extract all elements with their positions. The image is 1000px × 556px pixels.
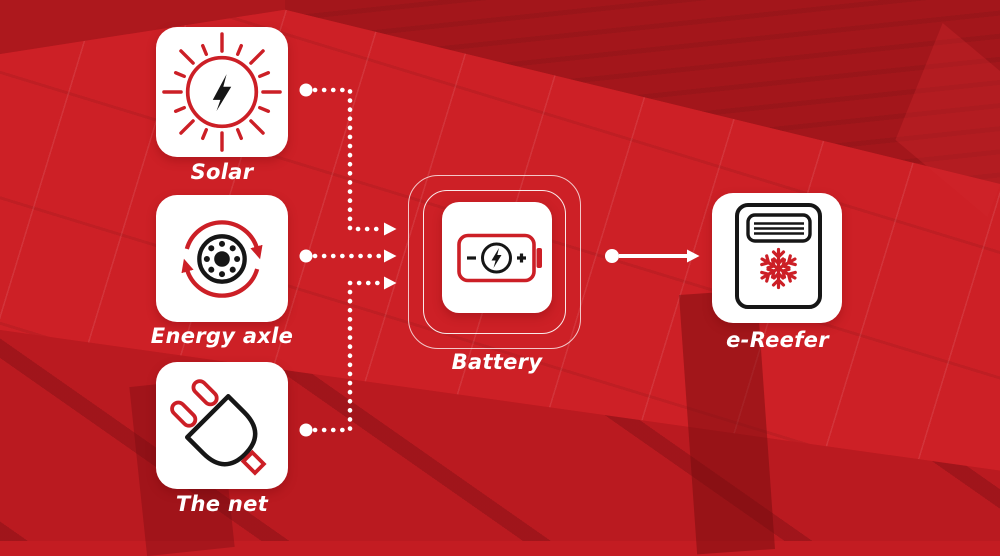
- sun-lightning-icon: [162, 32, 282, 152]
- node-card-battery: [442, 202, 552, 313]
- node-card-energy-axle: [156, 195, 288, 322]
- node-card-solar: [156, 27, 288, 157]
- battery-lightning-icon: [457, 233, 542, 283]
- node-label-e-reefer: e-Reefer: [726, 328, 829, 352]
- battery-halo-ring-outer: [408, 175, 581, 349]
- power-plug-icon: [170, 378, 267, 476]
- node-label-battery: Battery: [451, 350, 543, 374]
- node-label-energy-axle: Energy axle: [150, 324, 294, 348]
- wheel-rotation-icon: [181, 219, 263, 298]
- node-label-the-net: The net: [175, 492, 269, 516]
- battery-halo-ring-inner: [423, 190, 566, 334]
- node-card-e-reefer: [712, 193, 842, 323]
- node-label-solar: Solar: [190, 160, 254, 184]
- node-card-the-net: [156, 362, 288, 489]
- reefer-snowflake-icon: [735, 203, 822, 309]
